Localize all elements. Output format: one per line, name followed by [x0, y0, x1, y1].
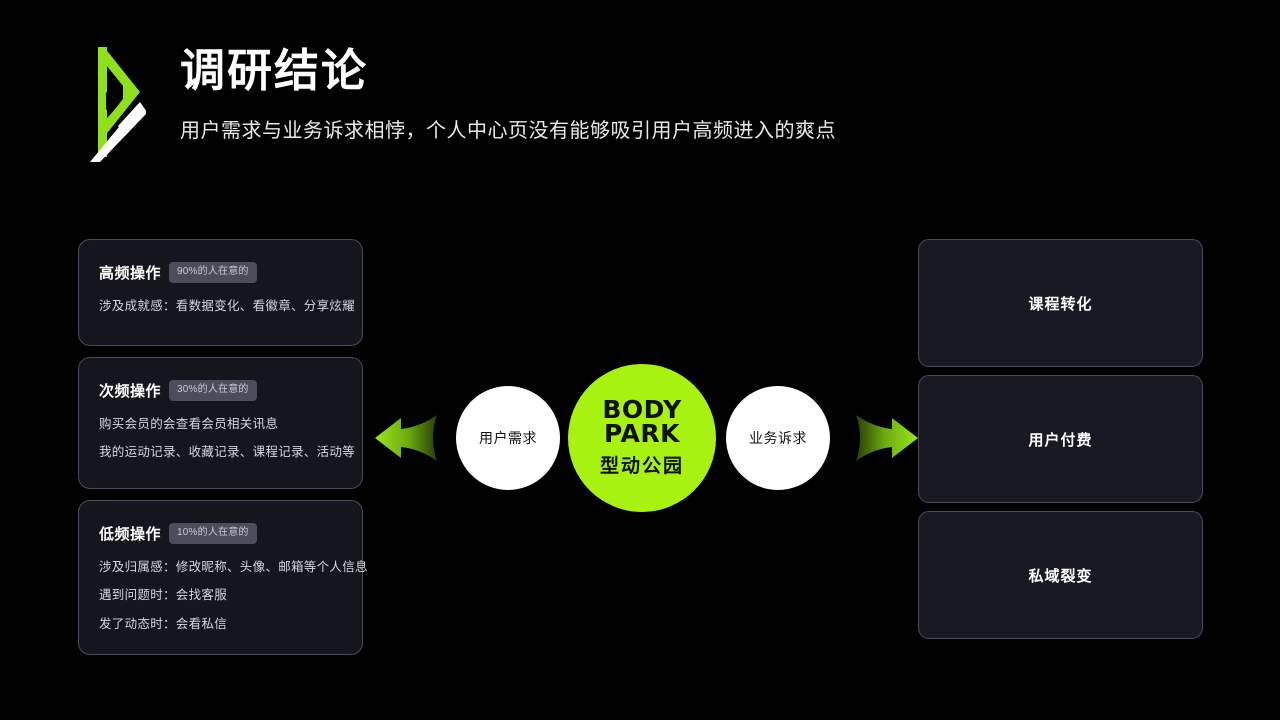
circle-business-goals: 业务诉求: [726, 386, 830, 490]
card-line: 我的运动记录、收藏记录、课程记录、活动等: [99, 445, 356, 460]
status-badge: 90%的人在意的: [169, 262, 257, 283]
arrow-right-icon: [856, 415, 918, 461]
brand-logo-cn: 型动公园: [599, 456, 684, 477]
card-line: 发了动态时：会看私信: [99, 616, 228, 631]
card-title: 次频操作: [99, 383, 162, 400]
card-title: 低频操作: [99, 526, 162, 543]
card-line: 涉及归属感：修改昵称、头像、邮箱等个人信息: [99, 560, 368, 574]
card-high-frequency: 高频操作 90%的人在意的 涉及成就感：看数据变化、看徽章、分享炫耀: [78, 239, 363, 346]
card-course-conversion: 课程转化: [918, 239, 1203, 367]
card-header: 高频操作 90%的人在意的: [99, 262, 342, 283]
card-header: 低频操作 10%的人在意的: [99, 523, 342, 544]
card-label: 用户付费: [1028, 431, 1093, 449]
card-line: 涉及成就感：看数据变化、看徽章、分享炫耀: [99, 299, 356, 313]
card-label: 课程转化: [1028, 295, 1093, 313]
page-subtitle: 用户需求与业务诉求相悖，个人中心页没有能够吸引用户高频进入的爽点: [180, 119, 836, 142]
user-needs-column: 高频操作 90%的人在意的 涉及成就感：看数据变化、看徽章、分享炫耀 次频操作 …: [78, 239, 368, 666]
status-badge: 10%的人在意的: [169, 523, 257, 544]
circle-label: 用户需求: [479, 430, 537, 446]
card-private-domain-growth: 私域裂变: [918, 511, 1203, 639]
page-header: 调研结论 用户需求与业务诉求相悖，个人中心页没有能够吸引用户高频进入的爽点: [78, 42, 836, 166]
card-mid-frequency: 次频操作 30%的人在意的 购买会员的会查看会员相关讯息 我的运动记录、收藏记录…: [78, 357, 363, 489]
brand-logo-en: BODY PARK: [602, 395, 682, 448]
page-title: 调研结论: [180, 45, 369, 96]
center-diagram: 用户需求 业务诉求 BODY PARK 型动公园: [370, 355, 910, 535]
card-title: 高频操作: [99, 265, 162, 282]
card-header: 次频操作 30%的人在意的: [99, 380, 342, 401]
card-user-payment: 用户付费: [918, 375, 1203, 503]
brand-logo-line2: PARK: [604, 419, 680, 448]
business-goals-column: 课程转化 用户付费 私域裂变: [918, 239, 1203, 647]
status-badge: 30%的人在意的: [169, 380, 257, 401]
card-low-frequency: 低频操作 10%的人在意的 涉及归属感：修改昵称、头像、邮箱等个人信息 遇到问题…: [78, 500, 368, 655]
circle-user-needs: 用户需求: [456, 386, 560, 490]
arrow-left-icon: [375, 415, 437, 461]
brand-circle: BODY PARK 型动公园: [568, 364, 716, 512]
card-line: 遇到问题时：会找客服: [99, 588, 228, 603]
card-label: 私域裂变: [1028, 567, 1093, 585]
card-line: 购买会员的会查看会员相关讯息: [99, 417, 279, 431]
circle-label: 业务诉求: [749, 430, 807, 446]
title-block: 调研结论 用户需求与业务诉求相悖，个人中心页没有能够吸引用户高频进入的爽点: [180, 42, 836, 143]
brand-logo-line1: BODY: [602, 395, 682, 424]
bodypark-b-mark-icon: [78, 44, 146, 166]
